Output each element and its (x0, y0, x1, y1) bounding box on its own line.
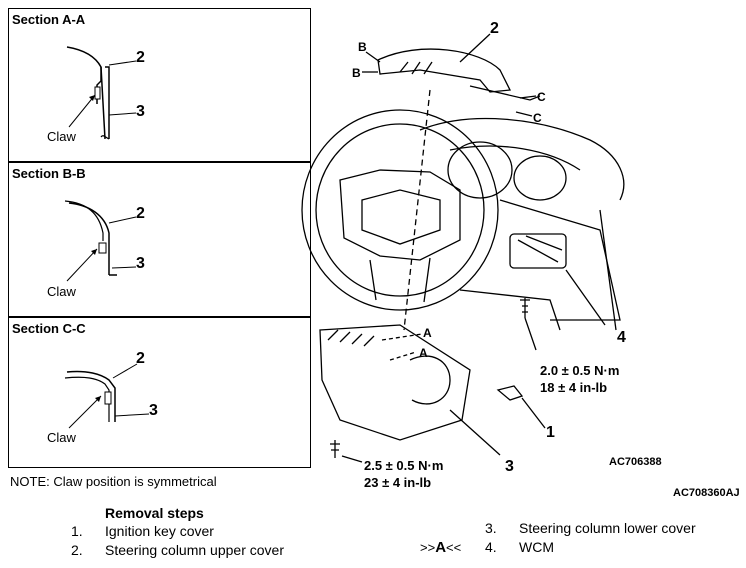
torque-imperial: 23 ± 4 in-lb (364, 475, 432, 490)
section-a-a-panel: Section A-A 2 3 Claw (8, 8, 311, 162)
section-c-c-panel: Section C-C 2 3 Claw (8, 317, 311, 468)
section-a-a-drawing (66, 46, 137, 140)
claw-label: Claw (47, 284, 76, 299)
step-text: WCM (519, 539, 554, 555)
section-marker-c: C (533, 111, 542, 125)
torque-spec-wcm-screw: 2.0 ± 0.5 N·m 18 ± 4 in-lb (540, 362, 619, 396)
section-marker-a: A (423, 326, 432, 340)
callout-3: 3 (149, 402, 158, 419)
section-marker-a: A (419, 346, 428, 360)
claw-label: Claw (47, 129, 76, 144)
step-text: Ignition key cover (105, 523, 214, 539)
section-marker-b: B (358, 40, 367, 54)
step-text: Steering column lower cover (519, 520, 696, 536)
callout-2: 2 (136, 350, 145, 367)
figure-code-outer: AC708360AJ (673, 487, 740, 499)
note-text: NOTE: Claw position is symmetrical (10, 474, 217, 489)
step-number: 4. (485, 539, 497, 555)
figure-code-inner: AC706388 (609, 456, 662, 468)
callout-3: 3 (505, 458, 514, 475)
section-c-c-drawing (64, 363, 150, 429)
section-b-b-panel: Section B-B 2 3 Claw (8, 162, 311, 317)
callout-2: 2 (490, 20, 499, 37)
callout-1: 1 (546, 424, 555, 441)
callout-2: 2 (136, 49, 145, 66)
service-point-reference: >>A<< (420, 539, 462, 556)
step-number: 3. (485, 520, 497, 536)
step-text: Steering column upper cover (105, 542, 284, 558)
callout-3: 3 (136, 103, 145, 120)
callout-2: 2 (136, 205, 145, 222)
torque-imperial: 18 ± 4 in-lb (540, 380, 608, 395)
step-number: 1. (71, 523, 83, 539)
section-marker-b: B (352, 66, 361, 80)
service-point-letter: A (435, 539, 447, 556)
section-title: Section A-A (12, 12, 86, 27)
section-title: Section C-C (12, 321, 86, 336)
claw-label: Claw (47, 430, 76, 445)
steering-column-exploded-view (301, 33, 625, 463)
step-number: 2. (71, 542, 83, 558)
section-marker-c: C (537, 90, 546, 104)
callout-4: 4 (617, 329, 626, 346)
callout-3: 3 (136, 255, 145, 272)
torque-metric: 2.0 ± 0.5 N·m (540, 363, 620, 378)
section-title: Section B-B (12, 166, 86, 181)
removal-steps-title: Removal steps (105, 505, 204, 521)
torque-spec-cover-screw: 2.5 ± 0.5 N·m 23 ± 4 in-lb (364, 457, 443, 491)
torque-metric: 2.5 ± 0.5 N·m (364, 458, 444, 473)
section-b-b-drawing (64, 200, 137, 282)
